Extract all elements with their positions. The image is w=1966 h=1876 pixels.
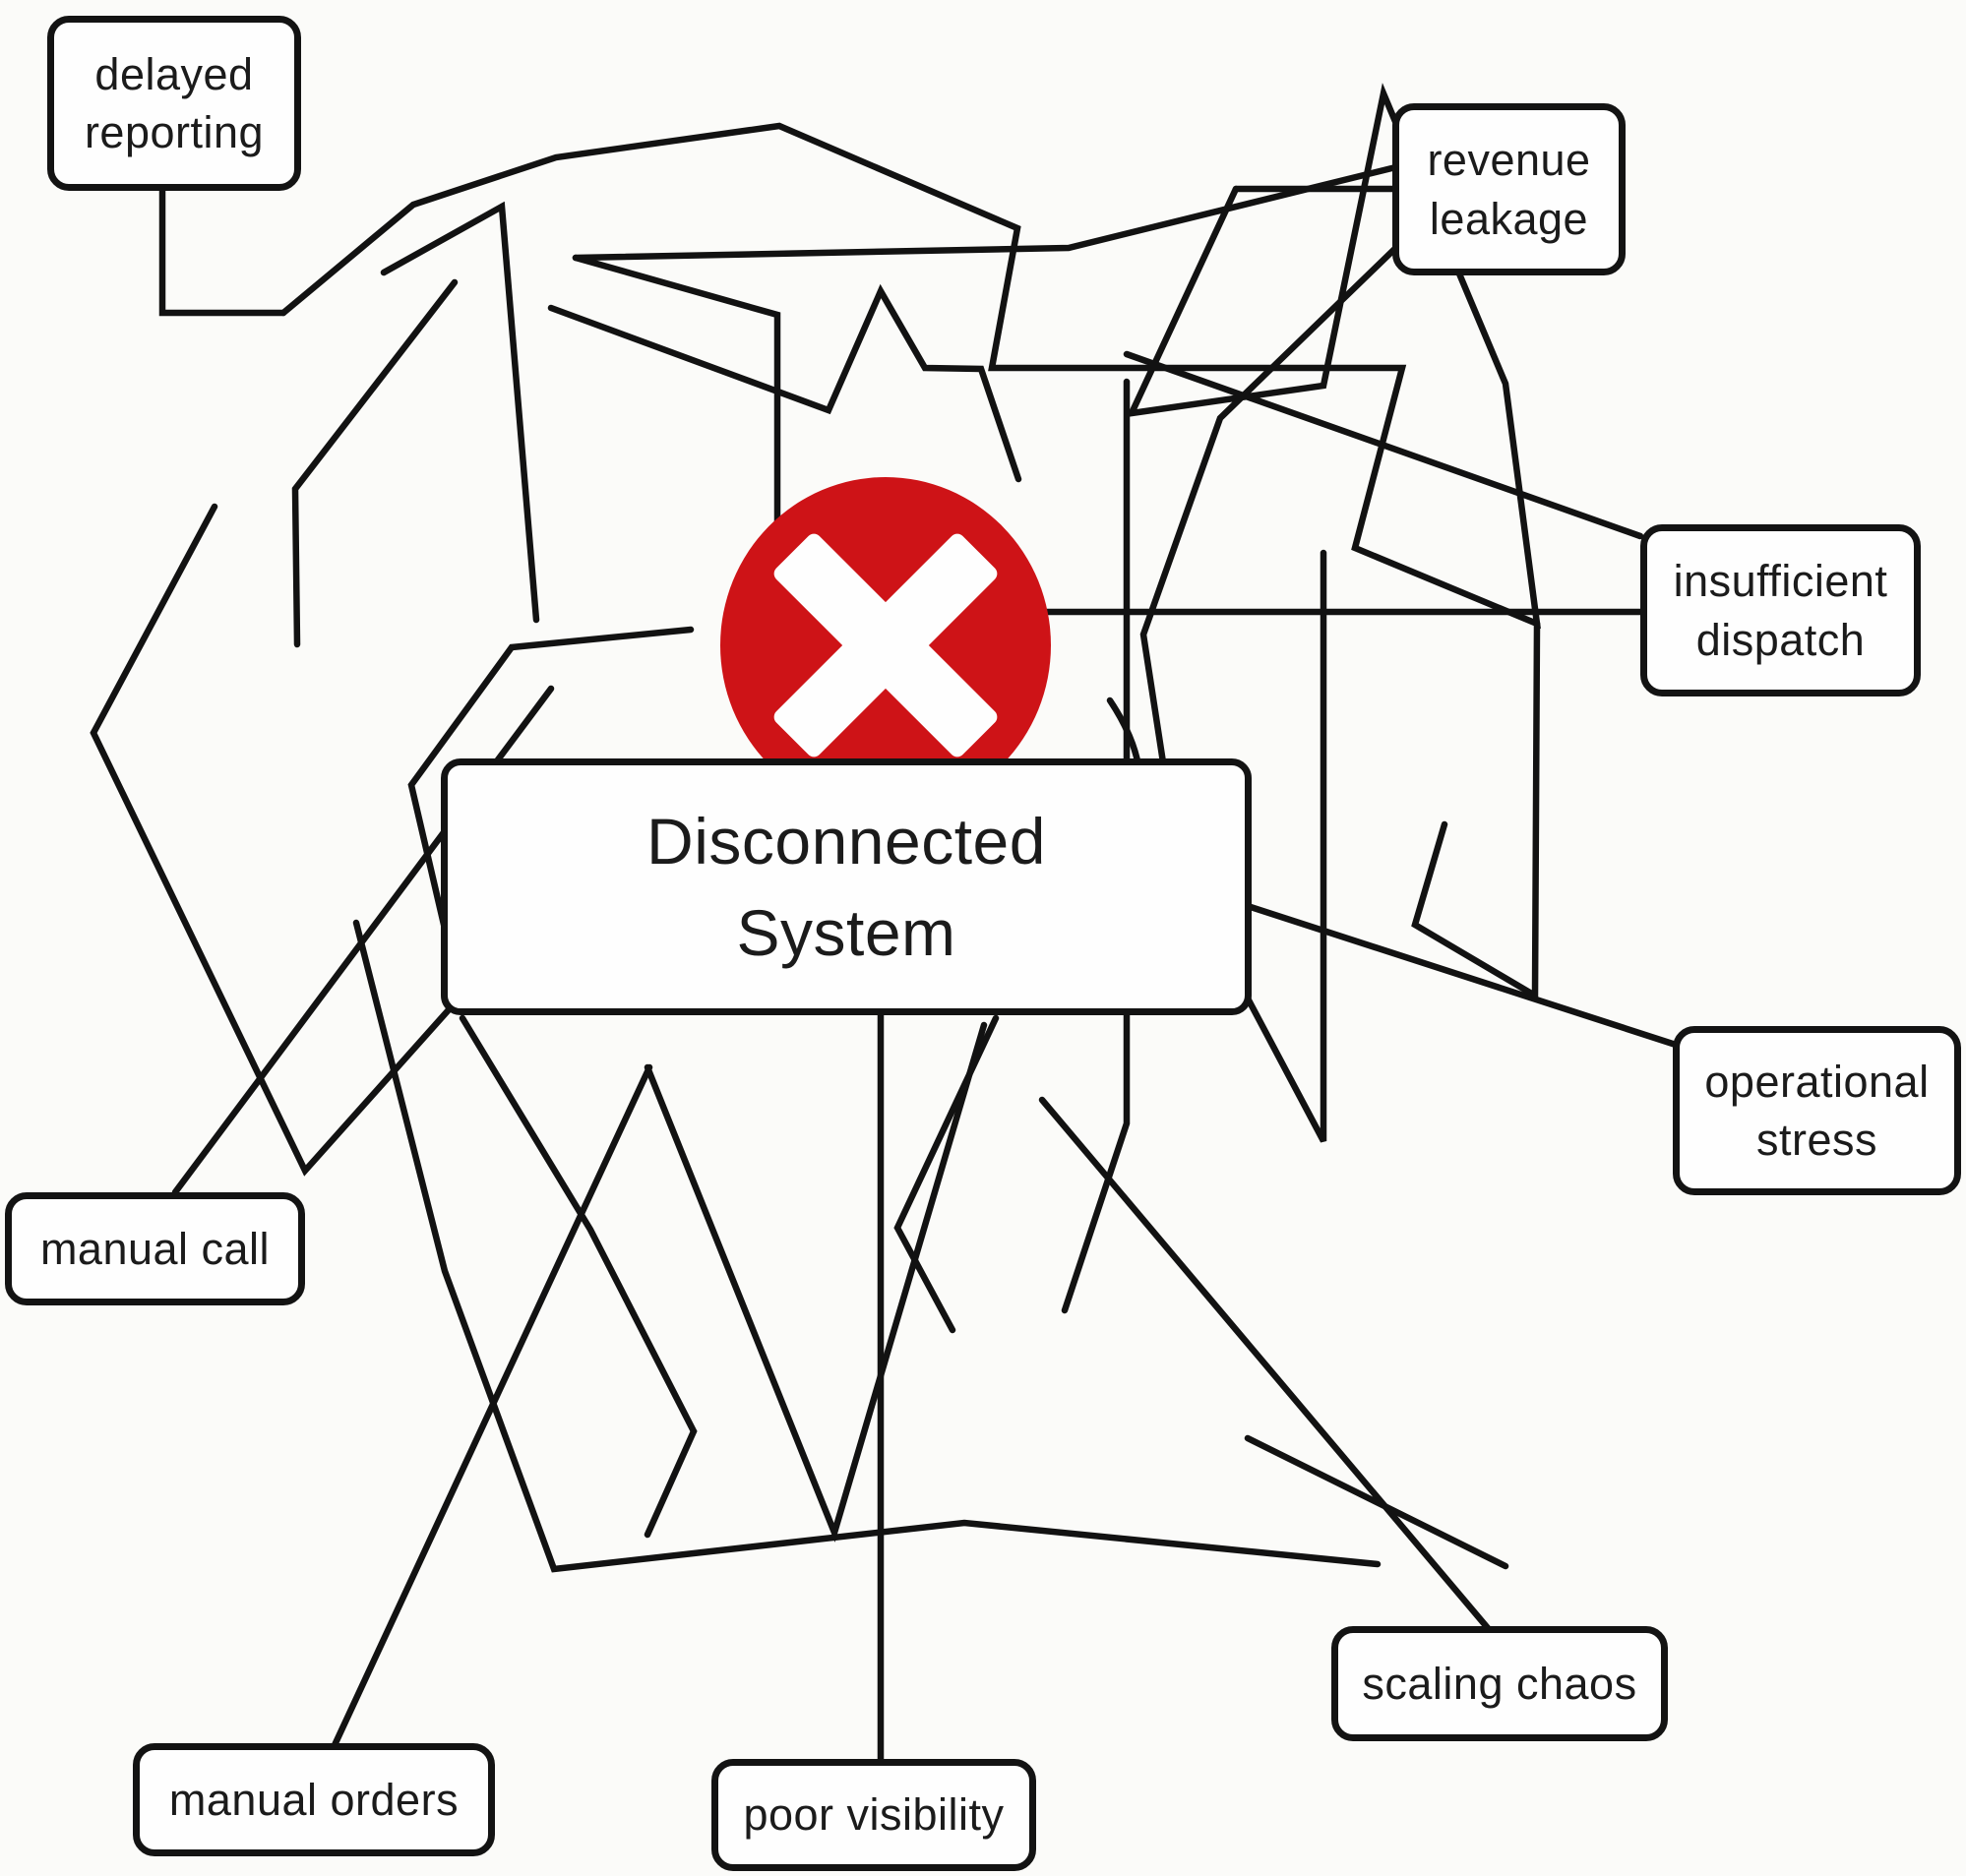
node-manual-orders: manual orders	[133, 1743, 495, 1856]
center-label-line1: Disconnected	[646, 805, 1046, 878]
node-scaling-chaos: scaling chaos	[1331, 1626, 1668, 1741]
tangle-line	[291, 278, 459, 648]
node-label: delayed reporting	[84, 48, 265, 157]
tangle-line	[352, 919, 1382, 1573]
tangle-line	[547, 283, 1022, 483]
tangle-line	[279, 83, 1541, 630]
tangle-line	[1216, 549, 1327, 1143]
node-label: scaling chaos	[1362, 1658, 1637, 1709]
tangle-line	[380, 201, 540, 624]
node-insufficient-dispatch: insufficient dispatch	[1640, 524, 1921, 696]
error-cross-bar	[773, 533, 998, 757]
node-label: manual orders	[168, 1774, 460, 1825]
connector-delayed-reporting	[158, 187, 287, 317]
tangle-line	[1411, 620, 1541, 1001]
node-operational-stress: operational stress	[1673, 1026, 1961, 1195]
center-label-line2: System	[736, 895, 956, 969]
node-manual-call: manual call	[5, 1192, 305, 1305]
tangle-line	[459, 1014, 698, 1539]
tangle-line	[893, 1014, 1000, 1334]
tangle-line	[644, 1021, 988, 1543]
connector-scaling-chaos	[1038, 1096, 1492, 1632]
tangle-line	[1244, 1434, 1509, 1570]
tangle-line	[1123, 350, 1644, 540]
node-poor-visibility: poor visibility	[711, 1759, 1036, 1871]
node-disconnected-system: Disconnected System	[441, 758, 1252, 1015]
node-label: revenue leakage	[1427, 135, 1591, 244]
tangle-line	[572, 133, 1518, 856]
center-node-label: Disconnected System	[646, 796, 1046, 978]
x-cross-icon	[720, 477, 1051, 814]
node-label: poor visibility	[743, 1789, 1005, 1841]
tangle-line	[1061, 378, 1131, 1314]
node-revenue-leakage: revenue leakage	[1392, 103, 1626, 275]
node-label: operational stress	[1704, 1056, 1930, 1165]
node-delayed-reporting: delayed reporting	[47, 16, 301, 191]
node-label: manual call	[39, 1223, 271, 1274]
node-label: insufficient dispatch	[1673, 556, 1888, 665]
